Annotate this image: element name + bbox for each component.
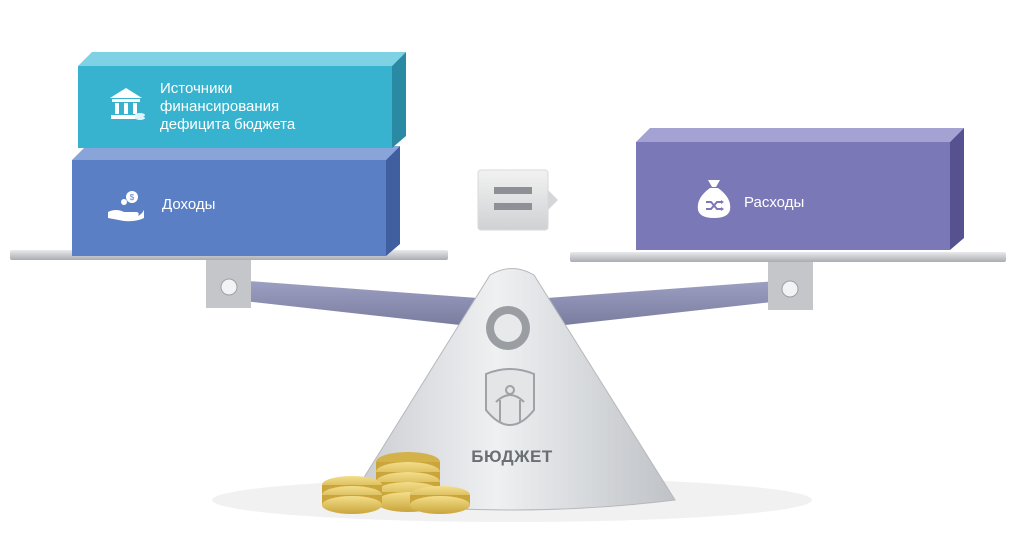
bank-icon: [110, 88, 145, 120]
right-pan: [570, 252, 1006, 262]
expenses-label: Расходы: [744, 194, 805, 211]
revenues-box-shape: [72, 146, 400, 256]
svg-text:$: $: [130, 193, 135, 202]
revenues-box[interactable]: $ Доходы: [72, 160, 386, 256]
hand-coin-icon: $: [108, 191, 144, 222]
revenues-label: Доходы: [162, 196, 216, 213]
coin-stack-icon: [322, 452, 470, 514]
deficit-sources-box[interactable]: Источники финансирования дефицита бюджет…: [78, 66, 392, 148]
budget-label: БЮДЖЕТ: [471, 447, 553, 466]
expenses-box[interactable]: Расходы: [636, 142, 950, 250]
expenses-box-shape: [636, 128, 964, 250]
equals-icon: [477, 169, 558, 231]
coat-of-arms-icon: [485, 368, 535, 426]
deficit-sources-box-shape: [78, 52, 406, 148]
beam-left: [235, 280, 505, 330]
deficit-sources-label: Источники финансирования дефицита бюджет…: [160, 80, 296, 133]
beam-right: [520, 280, 790, 330]
money-bag-icon: [697, 180, 731, 218]
